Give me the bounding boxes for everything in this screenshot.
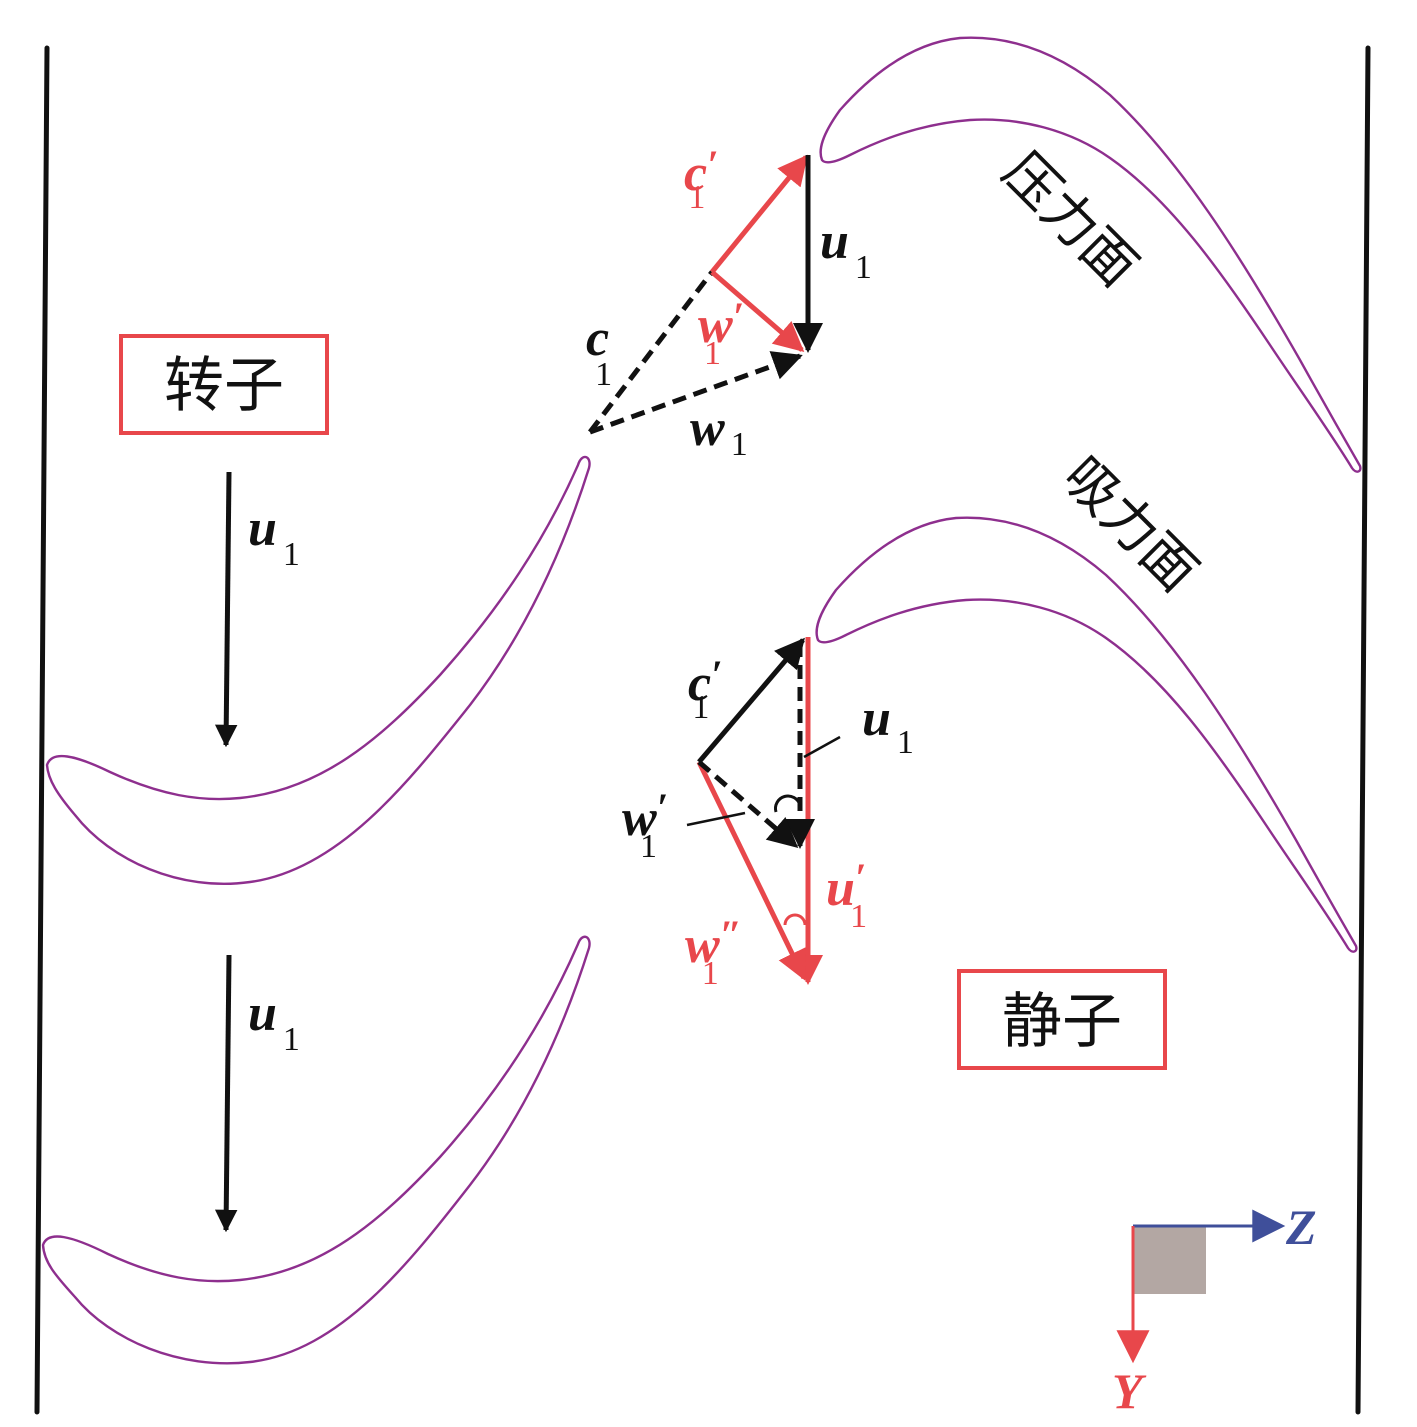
axis-origin-box <box>1134 1226 1206 1294</box>
stator-blade-lower <box>815 516 1358 953</box>
left-wall-line <box>34 45 50 1415</box>
w1-prime-vector-dashed <box>697 760 799 848</box>
rotor-blade-lower <box>41 935 591 1365</box>
c1-vector <box>588 270 714 434</box>
u1-leader-line <box>803 735 841 759</box>
w1-prime-vector <box>710 270 805 352</box>
stator-label-box <box>957 969 1167 1070</box>
c1-prime-vector <box>710 154 808 274</box>
rotor-u1-arrow-2 <box>214 954 238 1233</box>
suction-surface-label: 吸力面 <box>1051 445 1210 604</box>
rotor-blade-upper <box>45 455 591 886</box>
right-wall-line <box>1355 45 1371 1415</box>
stator-blade-upper <box>819 36 1362 473</box>
rotor-label: 转子 <box>164 351 284 421</box>
z-axis-label: Z <box>1285 1199 1317 1255</box>
w1-double-prime-label: w″1 <box>685 912 742 992</box>
w1-prime-leader-line <box>686 811 746 827</box>
c1-prime-vector-black <box>697 637 805 764</box>
lower-c1-prime-label: c′1 <box>688 652 722 726</box>
w1-double-prime-vector <box>696 760 807 981</box>
coordinate-axes: Z Y <box>1112 1199 1317 1419</box>
rotor-label-box <box>119 334 329 435</box>
w1-vector <box>589 351 803 435</box>
pressure-surface-label: 压力面 <box>991 140 1150 299</box>
angle-arc-lower-black <box>774 794 802 813</box>
rotor-u1-arrow-1 <box>214 471 238 748</box>
u1-prime-label: u′1 <box>826 855 867 935</box>
w1-prime-label: w′1 <box>698 294 744 372</box>
stator-label: 静子 <box>1002 987 1122 1057</box>
lower-w1-prime-label: w′1 <box>622 785 668 865</box>
y-axis-label: Y <box>1112 1363 1147 1419</box>
c1-prime-label: c′1 <box>684 142 718 216</box>
angle-arc-lower-red <box>783 913 807 926</box>
